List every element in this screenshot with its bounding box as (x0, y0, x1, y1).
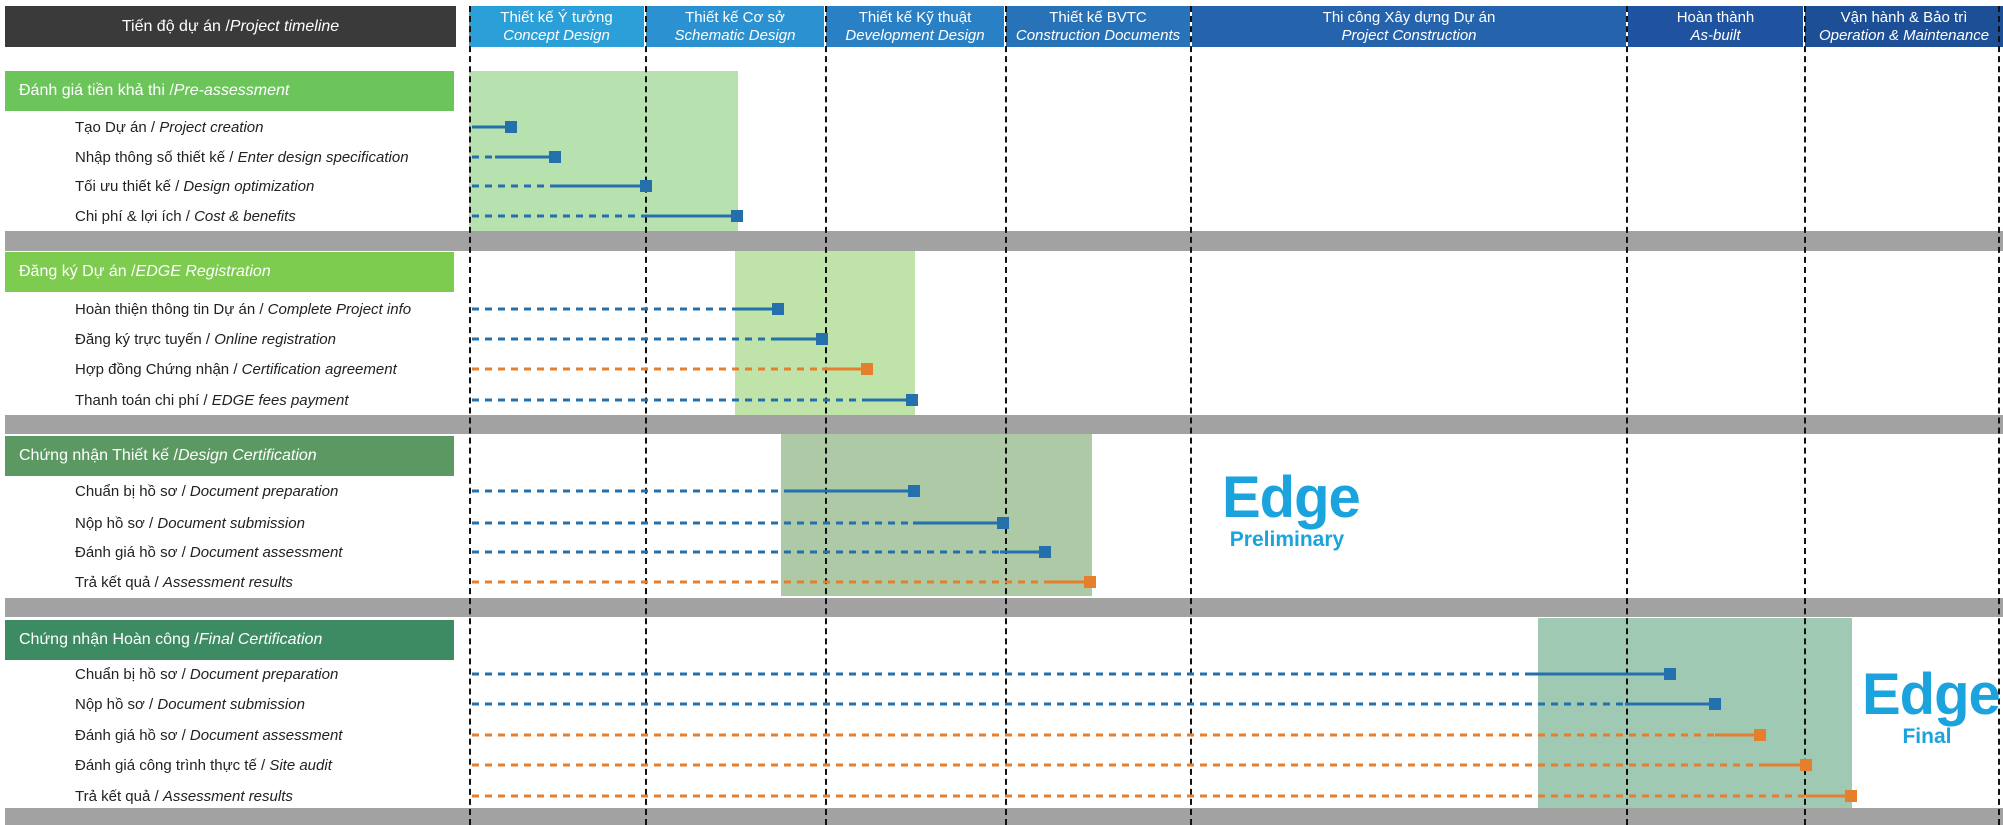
phase-boundary-line (1804, 6, 1806, 825)
task-online-registration: Đăng ký trực tuyến / Online registration (75, 331, 336, 348)
milestone-marker (1039, 546, 1051, 558)
milestone-marker (1709, 698, 1721, 710)
milestone-marker (549, 151, 561, 163)
milestone-marker (731, 210, 743, 222)
section-header-pre-assessment: Đánh giá tiền khả thi / Pre-assessment (5, 71, 454, 111)
task-assessment-results: Trả kết quả / Assessment results (75, 574, 293, 591)
milestone-marker (1800, 759, 1812, 771)
task-site-audit: Đánh giá công trình thực tế / Site audit (75, 757, 332, 774)
section-header-edge-registration: Đăng ký Dự án / EDGE Registration (5, 252, 454, 292)
task-bar (472, 180, 652, 192)
task-bar (472, 576, 1096, 588)
milestone-marker (816, 333, 828, 345)
section-separator (5, 598, 2003, 617)
task-bar (472, 363, 873, 375)
edge-final-logo: Edge Final (1862, 662, 2001, 749)
section-separator (5, 808, 2003, 825)
phase-boundary-line (1005, 6, 1007, 825)
task-project-creation: Tạo Dự án / Project creation (75, 119, 264, 136)
task-document-preparation: Chuẩn bị hồ sơ / Document preparation (75, 483, 339, 500)
timeline-title: Tiến độ dự án / Project timeline (5, 6, 456, 47)
milestone-marker (505, 121, 517, 133)
milestone-marker (640, 180, 652, 192)
task-bar (472, 759, 1812, 771)
task-bar (472, 546, 1051, 558)
task-bar (472, 151, 561, 163)
final-certification-window (1538, 618, 1852, 808)
task-bar (472, 517, 1009, 529)
task-document-assessment: Đánh giá hồ sơ / Document assessment (75, 544, 343, 561)
task-bar (472, 121, 517, 133)
task-bar (472, 668, 1676, 680)
section-separator (5, 415, 2003, 434)
milestone-marker (906, 394, 918, 406)
milestone-marker (1084, 576, 1096, 588)
phase-boundary-line (1626, 6, 1628, 825)
task-final-document-submission: Nộp hồ sơ / Document submission (75, 696, 305, 713)
task-document-submission: Nộp hồ sơ / Document submission (75, 515, 305, 532)
task-bar (472, 303, 784, 315)
milestone-marker (908, 485, 920, 497)
task-bar (472, 729, 1766, 741)
task-final-document-assessment: Đánh giá hồ sơ / Document assessment (75, 727, 343, 744)
task-final-assessment-results: Trả kết quả / Assessment results (75, 788, 293, 805)
milestone-marker (1664, 668, 1676, 680)
milestone-marker (772, 303, 784, 315)
task-cost-benefits: Chi phí & lợi ích / Cost & benefits (75, 208, 296, 225)
task-complete-project-info: Hoàn thiện thông tin Dự án / Complete Pr… (75, 301, 412, 318)
task-bar (472, 210, 743, 222)
phase-boundary-line (645, 6, 647, 825)
task-certification-agreement: Hợp đồng Chứng nhận / Certification agre… (75, 361, 397, 378)
section-header-design-certification: Chứng nhận Thiết kế / Design Certificati… (5, 436, 454, 476)
task-final-document-preparation: Chuẩn bị hồ sơ / Document preparation (75, 666, 339, 683)
task-design-optimization: Tối ưu thiết kế / Design optimization (75, 178, 315, 195)
section-header-final-certification: Chứng nhận Hoàn công / Final Certificati… (5, 620, 454, 660)
milestone-marker (1845, 790, 1857, 802)
task-edge-fees-payment: Thanh toán chi phí / EDGE fees payment (75, 392, 349, 409)
task-bar (472, 698, 1721, 710)
task-bar (472, 790, 1857, 802)
milestone-marker (861, 363, 873, 375)
section-separator (5, 231, 2003, 251)
phase-boundary-line (469, 6, 471, 825)
pre-assessment-window (469, 71, 738, 231)
phase-boundary-line (1190, 6, 1192, 825)
phase-boundary-line (1998, 6, 2000, 825)
task-enter-design-specification: Nhập thông số thiết kế / Enter design sp… (75, 149, 409, 166)
task-bar (472, 394, 918, 406)
design-certification-window (781, 434, 1092, 596)
edge-preliminary-logo: Edge Preliminary (1222, 465, 1361, 552)
milestone-marker (1754, 729, 1766, 741)
task-bar (472, 485, 920, 497)
phase-boundary-line (825, 6, 827, 825)
milestone-marker (997, 517, 1009, 529)
task-bar (472, 333, 828, 345)
